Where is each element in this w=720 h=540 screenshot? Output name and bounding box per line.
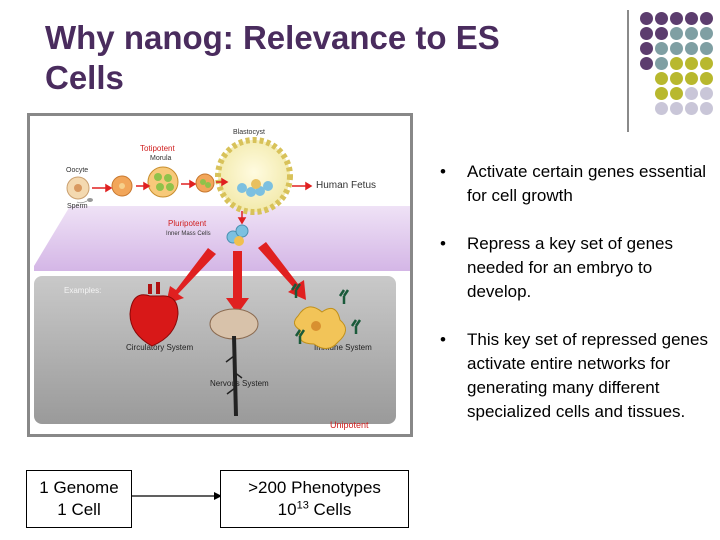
bullet-item: • Repress a key set of genes needed for …: [440, 232, 715, 304]
genome-line-1: 1 Genome: [39, 478, 119, 497]
bullet-text: Repress a key set of genes needed for an…: [467, 234, 674, 301]
phenotypes-line-1: >200 Phenotypes: [248, 478, 381, 497]
genome-line-2: 1 Cell: [57, 500, 101, 519]
decorative-dot: [640, 27, 653, 40]
label-inner-mass: Inner Mass Cells: [166, 231, 211, 237]
decorative-dot: [670, 12, 683, 25]
decorative-dot: [655, 87, 668, 100]
decorative-dot: [670, 42, 683, 55]
decorative-dot: [685, 12, 698, 25]
decorative-dot: [640, 57, 653, 70]
decorative-dot: [670, 102, 683, 115]
four-cell-embryo: [195, 173, 215, 193]
decorative-dot: [685, 42, 698, 55]
cells-count: 1013 Cells: [278, 499, 352, 521]
phenotypes-box: >200 Phenotypes 1013 Cells: [220, 470, 409, 528]
label-nervous: Nervous System: [210, 379, 269, 388]
label-circulatory: Circulatory System: [126, 343, 193, 352]
decorative-dot: [700, 102, 713, 115]
decorative-dot: [685, 102, 698, 115]
label-totipotent: Totipotent: [140, 144, 175, 153]
decorative-dot: [700, 72, 713, 85]
title-line-2: Cells: [45, 59, 124, 96]
decorative-dot-grid: [640, 12, 720, 120]
inner-mass-cells: [226, 224, 249, 246]
decorative-dot: [655, 12, 668, 25]
decorative-dot: [670, 57, 683, 70]
bullet-marker: •: [440, 234, 446, 253]
bullet-item: • Activate certain genes essential for c…: [440, 160, 715, 208]
sperm-cell: [76, 198, 93, 204]
bullet-list: • Activate certain genes essential for c…: [440, 160, 715, 448]
decorative-dot: [640, 12, 653, 25]
decorative-dot: [685, 87, 698, 100]
heart-organ: [129, 282, 179, 347]
stem-cell-figure: Blastocyst Totipotent Morula Oocyte Sper…: [27, 113, 413, 437]
decorative-dot: [700, 42, 713, 55]
decorative-dot: [700, 87, 713, 100]
cells-base: 10: [277, 500, 297, 519]
decorative-dot: [640, 42, 653, 55]
label-pluripotent: Pluripotent: [168, 219, 207, 228]
decorative-dot: [655, 57, 668, 70]
label-blastocyst: Blastocyst: [233, 129, 265, 136]
decorative-dot: [655, 42, 668, 55]
cells-suffix: Cells: [308, 500, 352, 519]
label-oocyte: Oocyte: [66, 167, 88, 174]
vertical-divider: [627, 10, 629, 132]
label-examples: Examples:: [64, 286, 101, 295]
zygote-cell: [111, 175, 133, 197]
development-arrows: [92, 177, 313, 225]
cells-exponent: 13: [296, 499, 309, 512]
decorative-dot: [700, 12, 713, 25]
genome-box: 1 Genome 1 Cell: [26, 470, 132, 528]
label-morula: Morula: [150, 155, 172, 162]
pluripotent-plane: [34, 206, 410, 271]
decorative-dot: [685, 27, 698, 40]
genome-to-phenotype-arrow: [132, 492, 222, 500]
decorative-dot: [655, 27, 668, 40]
title-line-1: Why nanog: Relevance to ES: [45, 19, 500, 56]
label-sperm: Sperm: [67, 203, 88, 210]
decorative-dot: [700, 57, 713, 70]
bullet-item: • This key set of repressed genes activa…: [440, 328, 715, 424]
bullet-text: This key set of repressed genes activate…: [467, 330, 708, 421]
decorative-dot: [670, 72, 683, 85]
decorative-dot: [700, 27, 713, 40]
immune-cells: [290, 283, 362, 349]
bullet-marker: •: [440, 330, 446, 349]
morula-cell: [147, 166, 179, 198]
label-immune: Immune System: [314, 343, 372, 352]
label-human-fetus: Human Fetus: [316, 180, 376, 191]
slide-title: Why nanog: Relevance to ES Cells: [45, 18, 605, 98]
decorative-dot: [670, 27, 683, 40]
decorative-dot: [655, 102, 668, 115]
blastocyst-cell: [215, 137, 293, 215]
bullet-marker: •: [440, 162, 446, 181]
decorative-dot: [655, 72, 668, 85]
decorative-dot: [685, 57, 698, 70]
label-unipotent: Unipotent: [330, 420, 369, 430]
nervous-system-organ: [209, 308, 259, 417]
bullet-text: Activate certain genes essential for cel…: [467, 162, 707, 205]
decorative-dot: [670, 87, 683, 100]
decorative-dot: [685, 72, 698, 85]
stem-cell-diagram: Blastocyst Totipotent Morula Oocyte Sper…: [34, 129, 410, 430]
oocyte-cell: [66, 176, 90, 200]
